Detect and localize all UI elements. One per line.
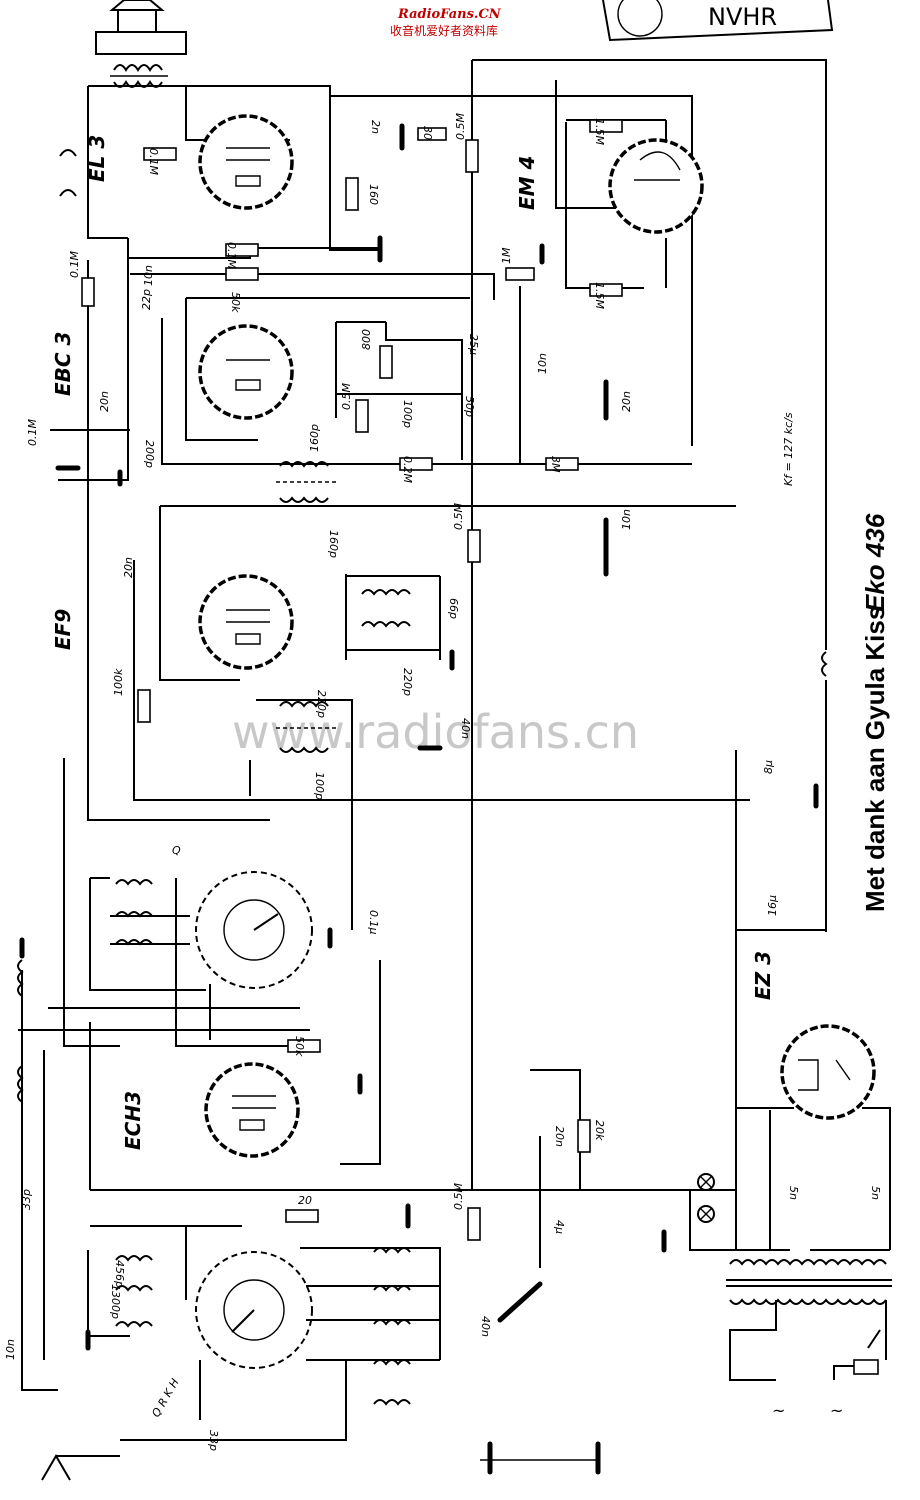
label-c-33p-b: 33p bbox=[207, 1430, 220, 1451]
mains-symbol-1: ~ bbox=[772, 1401, 785, 1420]
label-r-01m-left: 0.1M bbox=[68, 251, 81, 278]
tube-ech3: ECH3 bbox=[121, 1062, 300, 1158]
label-r-05m-ebc: 0.5M bbox=[340, 383, 353, 410]
label-c-1300p: 1300p bbox=[109, 1284, 122, 1319]
brand-name: RadioFans.CN bbox=[397, 7, 502, 22]
pilot-lamp-upper bbox=[697, 1173, 715, 1191]
label-r-20k: 20k bbox=[593, 1120, 606, 1141]
label-c-40n-low: 40n bbox=[479, 1316, 492, 1337]
label-c-25u: 25µ bbox=[467, 334, 480, 355]
label-c-4u: 4µ bbox=[553, 1220, 566, 1234]
label-band-letters: Q R K H bbox=[149, 1376, 181, 1419]
tube-em4-label: EM 4 bbox=[515, 156, 539, 210]
antenna-coils bbox=[17, 959, 411, 1406]
tube-el3-label: EL 3 bbox=[85, 135, 109, 182]
ef9-output-coils bbox=[361, 589, 411, 628]
tube-ez3-label: EZ 3 bbox=[751, 951, 775, 1000]
label-r-01m-el3: 0.1M bbox=[147, 148, 160, 175]
tube-ef9-label: EF9 bbox=[51, 609, 75, 650]
label-c-66p: 66p bbox=[447, 598, 460, 619]
label-r-02m: 0.2M bbox=[401, 456, 414, 483]
tube-ech3-label: ECH3 bbox=[121, 1091, 145, 1150]
label-r-160: 160 bbox=[367, 184, 380, 205]
label-c-100p-ebc: 100p bbox=[401, 400, 414, 428]
if-transformer-1 bbox=[276, 461, 336, 503]
label-c-220p-a: 220p bbox=[401, 668, 414, 696]
label-r-50k-mid: 50k bbox=[229, 292, 242, 313]
label-c-20n-ebc: 20n bbox=[98, 391, 111, 412]
label-c-220p-b: 220p bbox=[315, 690, 328, 718]
label-c-33p-a: 33p bbox=[20, 1189, 33, 1210]
label-c-22p: 22p bbox=[140, 289, 153, 310]
pilot-lamp-lower bbox=[697, 1205, 715, 1223]
label-c-01u: 0.1µ bbox=[367, 910, 380, 935]
label-c-20n-right: 20n bbox=[620, 391, 633, 412]
band-switch-upper[interactable] bbox=[195, 871, 313, 989]
label-pot-1m: 1M bbox=[500, 247, 513, 264]
resistors bbox=[81, 119, 623, 1241]
stamp-text: NVHR bbox=[708, 3, 777, 31]
label-c-10n-left: 10n bbox=[142, 265, 155, 286]
tube-ef9: EF9 bbox=[51, 574, 294, 670]
tube-ebc3-label: EBC 3 bbox=[51, 332, 75, 396]
label-r-05m-ech: 0.5M bbox=[452, 1183, 465, 1210]
label-r-05m-ef9: 0.5M bbox=[452, 503, 465, 530]
antenna-jack[interactable] bbox=[41, 1454, 120, 1481]
tube-el3: EL 3 bbox=[85, 114, 294, 210]
label-c-10n-ant: 10n bbox=[4, 1339, 17, 1360]
label-r-01m-mid: 0.1M bbox=[225, 242, 238, 269]
label-r-20: 20 bbox=[298, 1194, 312, 1207]
component-labels: 2n 30 0.1M 160 0.5M 1.5M 1.5M 0.1M 0.1M … bbox=[4, 113, 882, 1451]
tube-ez3: EZ 3 bbox=[751, 951, 876, 1120]
oscillator-coils bbox=[115, 879, 153, 946]
extension-speaker-jacks[interactable] bbox=[59, 149, 77, 197]
brand-subtitle: 收音机爱好者资料库 bbox=[390, 23, 498, 38]
wiring bbox=[18, 59, 891, 1441]
speaker-icon bbox=[95, 0, 187, 88]
label-c-20n-ef9: 20n bbox=[122, 557, 135, 578]
label-pot-01m: 0.1M bbox=[26, 419, 39, 446]
label-r-3m: 3M bbox=[549, 456, 562, 473]
label-c-16u: 16µ bbox=[766, 895, 779, 916]
label-r-800: 800 bbox=[360, 329, 373, 350]
nvhr-stamp: NVHR bbox=[602, 0, 834, 42]
ground-symbols bbox=[19, 123, 819, 1475]
credit-text: Met dank aan Gyula Kiss bbox=[860, 606, 890, 912]
label-c-100p-if: 100p bbox=[313, 772, 326, 800]
label-r-15m-a: 1.5M bbox=[593, 118, 606, 145]
tube-em4: EM 4 bbox=[515, 138, 704, 234]
label-c-5n-b: 5n bbox=[869, 1186, 882, 1200]
label-c-160p-b: 160p bbox=[327, 530, 340, 558]
label-c-5n-a: 5n bbox=[787, 1186, 800, 1200]
mains-symbol-2: ~ bbox=[830, 1401, 843, 1420]
label-r-30: 30 bbox=[421, 126, 434, 140]
if-transformer-2 bbox=[276, 701, 336, 753]
label-c-40n-mid: 40n bbox=[459, 718, 472, 739]
tube-ebc3: EBC 3 bbox=[51, 324, 294, 420]
label-c-10n-ef9: 10n bbox=[620, 509, 633, 530]
label-band-q: Q bbox=[172, 844, 181, 857]
label-r-05m-top: 0.5M bbox=[454, 113, 467, 140]
label-c-8u: 8µ bbox=[762, 760, 775, 774]
label-c-20n-psu: 20n bbox=[553, 1126, 566, 1147]
label-c-2n: 2n bbox=[369, 120, 382, 134]
label-c-50p: 50p bbox=[463, 396, 476, 417]
if-frequency-note: Kf = 127 kc/s bbox=[782, 412, 795, 486]
label-c-200p: 200p bbox=[143, 440, 156, 468]
model-name: Eko 436 bbox=[860, 513, 890, 612]
power-transformer: ~ ~ bbox=[726, 1259, 892, 1420]
filter-choke bbox=[821, 651, 828, 677]
band-switch-lower[interactable] bbox=[195, 1251, 313, 1369]
label-r-100k: 100k bbox=[112, 668, 125, 696]
label-r-50k-ech: 50k bbox=[293, 1036, 306, 1057]
label-c-10n-em: 10n bbox=[536, 353, 549, 374]
label-c-160p-a: 160p bbox=[308, 424, 321, 452]
watermark: www.radiofans.cn bbox=[232, 705, 639, 759]
label-r-15m-b: 1.5M bbox=[593, 282, 606, 309]
label-c-456p: 456p bbox=[113, 1260, 126, 1288]
